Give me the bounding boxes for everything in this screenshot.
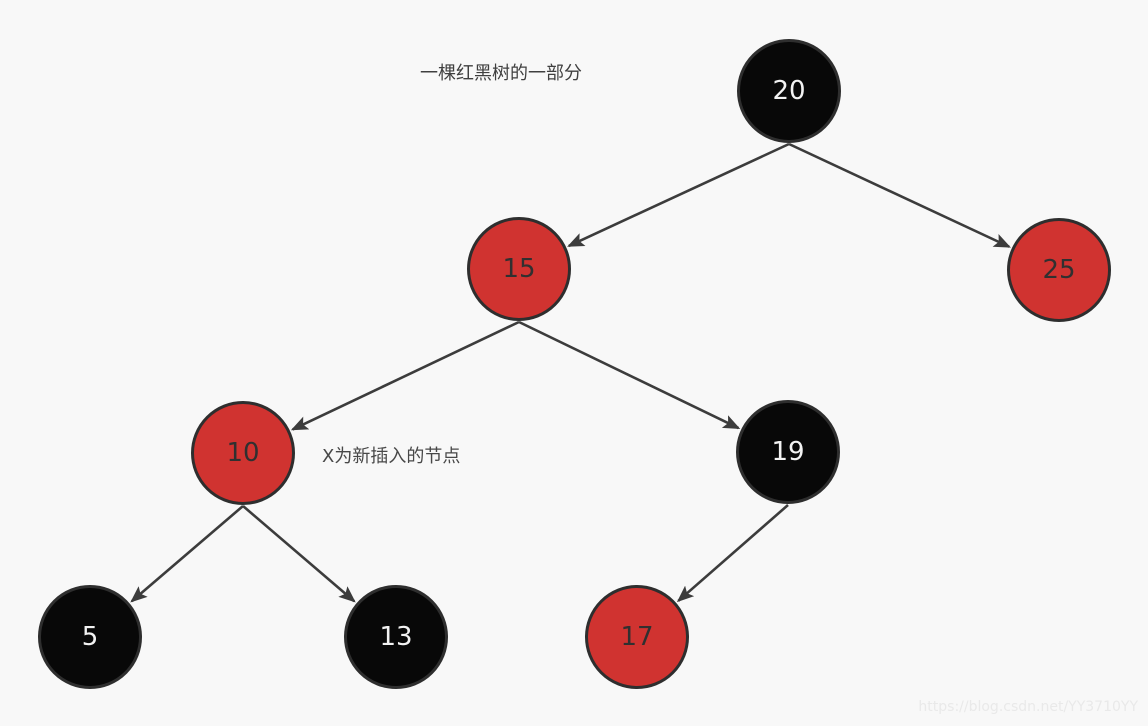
tree-node-15: 15 [467,217,571,321]
tree-edge-20-15 [567,142,790,248]
watermark-text: https://blog.csdn.net/YY3710YY [918,699,1138,715]
tree-node-20: 20 [737,39,841,143]
tree-edges [130,142,1011,603]
tree-edge-19-17 [676,504,789,603]
tree-node-17: 17 [585,585,689,689]
tree-edge-15-10 [290,320,520,431]
tree-edge-10-13 [242,505,356,603]
tree-node-19: 19 [736,400,840,504]
tree-node-5: 5 [38,585,142,689]
tree-edge-15-19 [518,320,741,430]
tree-node-10: 10 [191,401,295,505]
tree-edge-20-25 [788,142,1011,248]
tree-edge-10-5 [130,505,244,603]
inserted-node-annotation: X为新插入的节点 [322,446,461,467]
diagram-title: 一棵红黑树的一部分 [420,63,582,84]
tree-node-25: 25 [1007,218,1111,322]
tree-node-13: 13 [344,585,448,689]
